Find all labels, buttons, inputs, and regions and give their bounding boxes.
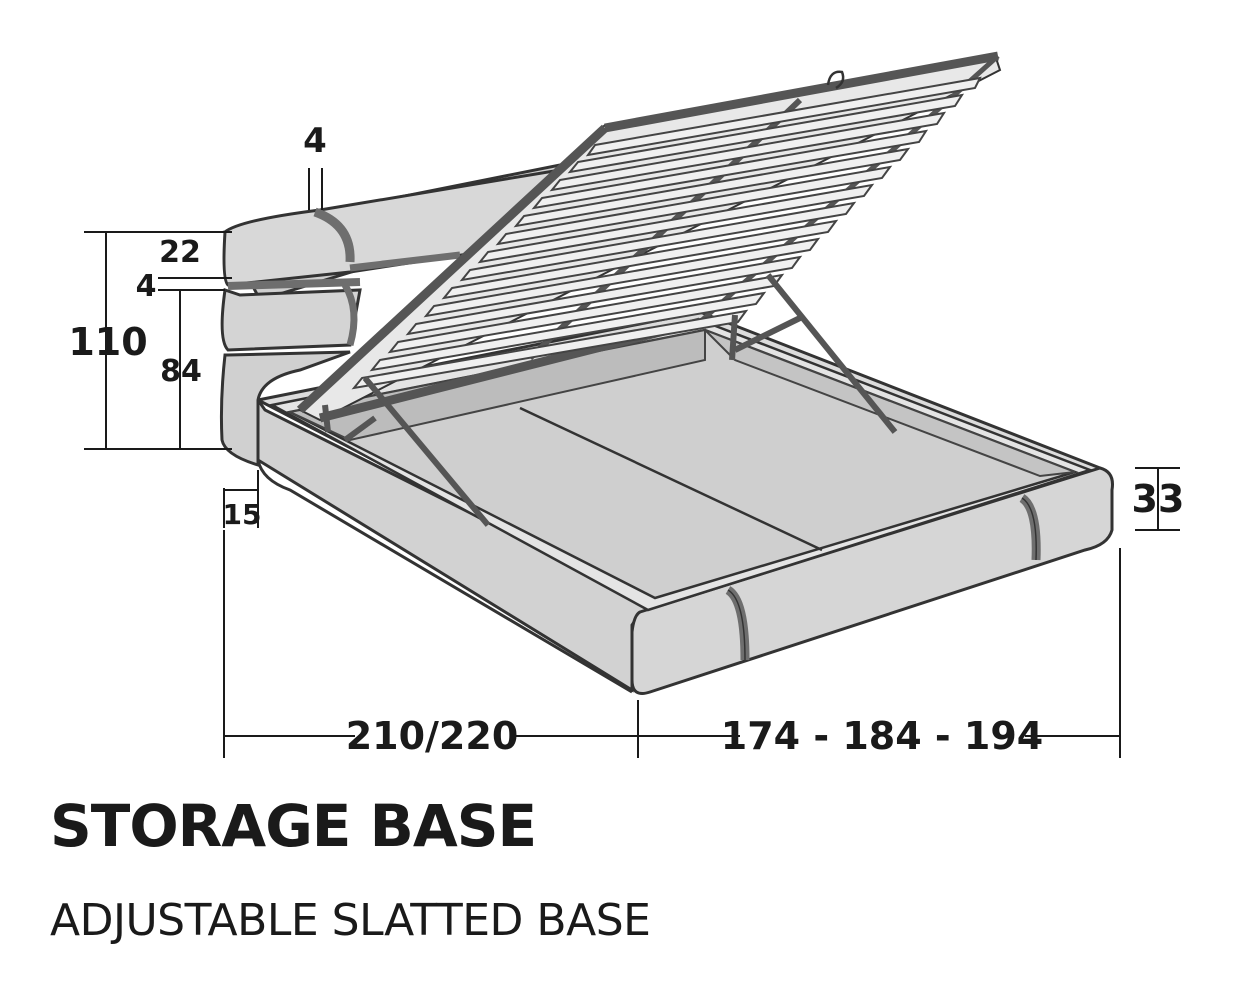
dimension-label-frame-height: 33 <box>1132 477 1185 521</box>
slats <box>351 76 982 390</box>
slat-frame-left-rail <box>296 124 609 414</box>
dimension-label-widths: 174 - 184 - 194 <box>721 714 1043 758</box>
dimension-label-length: 210/220 <box>346 714 519 758</box>
headboard-lower-cushion <box>219 350 351 468</box>
page-subtitle: ADJUSTABLE SLATTED BASE <box>50 895 651 946</box>
headboard-middle-cushion <box>220 288 362 352</box>
page-title: STORAGE BASE <box>50 792 537 860</box>
center-divider <box>519 406 823 552</box>
dimension-label-gap: 4 <box>136 269 157 304</box>
dimension-label-depth: 15 <box>223 498 262 531</box>
gas-lift-right <box>765 273 898 434</box>
gas-lift-left <box>362 376 491 527</box>
bed-diagram: 4 22 4 110 84 15 33 210/220 174 - 184 - … <box>68 51 1185 758</box>
frame-foot-side <box>630 466 1114 695</box>
dimension-label-top-height: 22 <box>159 235 201 270</box>
slatted-base <box>296 51 1002 527</box>
slat-frame-top-rail <box>604 51 999 133</box>
dimension-label-top-thickness: 4 <box>303 121 327 161</box>
dimension-label-lower-height: 84 <box>160 354 202 389</box>
dimension-label-total-height: 110 <box>68 320 147 364</box>
dimension-lines <box>84 168 1180 758</box>
